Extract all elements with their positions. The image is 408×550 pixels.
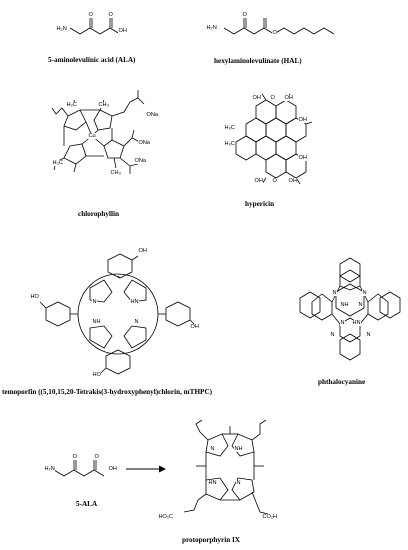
- protoporphyrin-n-label-2: N: [236, 480, 242, 486]
- phthalocyanine-n-label-2: N: [362, 290, 368, 296]
- reaction-arrow: [126, 465, 166, 473]
- chlorophyllin-ona-label-1: ONa: [146, 112, 159, 118]
- hypericin-h3c-label-1: H₃C: [224, 125, 236, 131]
- temoporfin-ho-label-left: HO: [30, 294, 40, 300]
- protoporphyrin-ho2c-label: HO₂C: [158, 514, 174, 520]
- chlorophyllin-h3c-label-2: H₃C: [52, 160, 64, 166]
- hypericin-caption: hypericin: [245, 200, 275, 208]
- hypericin-oh-label-5: OH: [254, 178, 264, 184]
- phthalocyanine-caption: phthalocyanine: [318, 378, 366, 386]
- hypericin-o-label-1: O: [270, 95, 276, 101]
- five-ala-caption: 5-ALA: [76, 500, 98, 508]
- chlorophyllin-cu-label: Cu: [88, 133, 97, 139]
- five-ala-acid-o-label: O: [94, 454, 100, 460]
- hypericin-oh-label-4: OH: [298, 155, 308, 161]
- chlorophyllin-h3c-label-1: H₃C: [66, 102, 78, 108]
- temoporfin-n-label: N: [92, 299, 98, 305]
- hypericin-o-label-2: O: [272, 178, 278, 184]
- phthalocyanine-structure: [300, 262, 400, 372]
- temoporfin-structure: [20, 252, 200, 382]
- temoporfin-n-label-2: N: [134, 319, 140, 325]
- hal-structure: [214, 6, 344, 40]
- protoporphyrin-co2h-label: CO₂H: [262, 514, 278, 520]
- protoporphyrin-n-label-1: N: [210, 446, 216, 452]
- protoporphyrin-hn-label: HN: [208, 480, 218, 486]
- hal-amine-label: H₂N: [206, 25, 218, 31]
- five-ala-keto-o-label: O: [72, 454, 78, 460]
- ala-acid-o-label: O: [108, 12, 114, 18]
- hypericin-oh-label-6: OH: [288, 178, 298, 184]
- hal-ester-o-label: O: [272, 30, 278, 36]
- chlorophyllin-caption: chlorophyllin: [78, 210, 120, 218]
- protoporphyrin-caption: protoporphyrin IX: [182, 536, 240, 544]
- phthalocyanine-n-label-6: N: [366, 332, 372, 338]
- phthalocyanine-n-label-4: N: [340, 320, 346, 326]
- phthalocyanine-n-label-3: N: [358, 302, 364, 308]
- phthalocyanine-n-label-5: N: [330, 332, 336, 338]
- ala-structure: [58, 6, 138, 40]
- chlorophyllin-ona-label-2: ONa: [138, 140, 151, 146]
- five-ala-oh-label: OH: [108, 466, 118, 472]
- chlorophyllin-ona-label-3: ONa: [134, 158, 147, 164]
- protoporphyrin-structure: [172, 420, 272, 520]
- phthalocyanine-nh-label: NH: [340, 302, 350, 308]
- temoporfin-oh-label-right: OH: [190, 324, 200, 330]
- temoporfin-caption: temoporfin ((5,10,15,20-Tetrakis(3-hydro…: [2, 388, 213, 396]
- ala-caption: 5-aminolevulinic acid (ALA): [48, 56, 136, 64]
- protoporphyrin-nh-label: NH: [234, 446, 244, 452]
- hypericin-oh-label-3: OH: [298, 117, 308, 123]
- hypericin-structure: [236, 92, 316, 188]
- temoporfin-oh-label-top: OH: [138, 248, 148, 254]
- five-ala-amine-label: H₂N: [44, 466, 56, 472]
- ala-amine-label: H₂N: [56, 26, 68, 32]
- ala-keto-o-label: O: [88, 12, 94, 18]
- hal-caption: hexylaminolevulinate (HAL): [214, 57, 302, 65]
- temoporfin-nh-label: NH: [92, 319, 102, 325]
- hypericin-h3c-label-2: H₃C: [224, 141, 236, 147]
- hypericin-oh-label-2: OH: [284, 95, 294, 101]
- hypericin-oh-label-1: OH: [252, 95, 262, 101]
- hal-keto-o-label: O: [242, 12, 248, 18]
- phthalocyanine-n-label-1: N: [332, 290, 338, 296]
- five-ala-structure: [48, 450, 118, 480]
- phthalocyanine-hn-label: HN: [352, 320, 362, 326]
- chlorophyllin-ch3-label-2: CH₃: [110, 170, 122, 176]
- ala-oh-label: OH: [118, 28, 128, 34]
- chlorophyllin-ch3-label-1: CH₃: [98, 102, 110, 108]
- temoporfin-hn-label: HN: [130, 299, 140, 305]
- temoporfin-ho-label-bottom: HO: [92, 372, 102, 378]
